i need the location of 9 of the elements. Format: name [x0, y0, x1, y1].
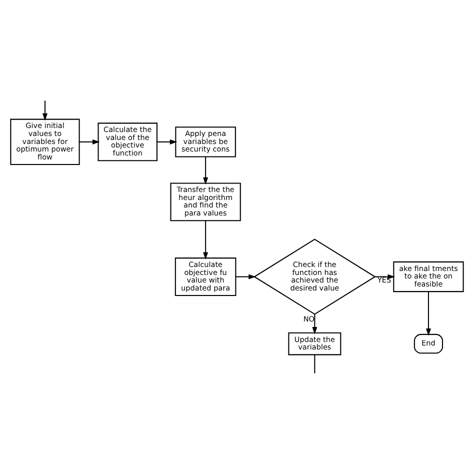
arrow [203, 220, 208, 260]
connector [314, 354, 316, 374]
arrow [312, 314, 318, 334]
arrow [79, 139, 100, 144]
arrow [157, 139, 178, 144]
arrow [203, 156, 208, 185]
arrow [236, 274, 256, 280]
arrow [426, 292, 432, 336]
arrow [42, 100, 48, 121]
